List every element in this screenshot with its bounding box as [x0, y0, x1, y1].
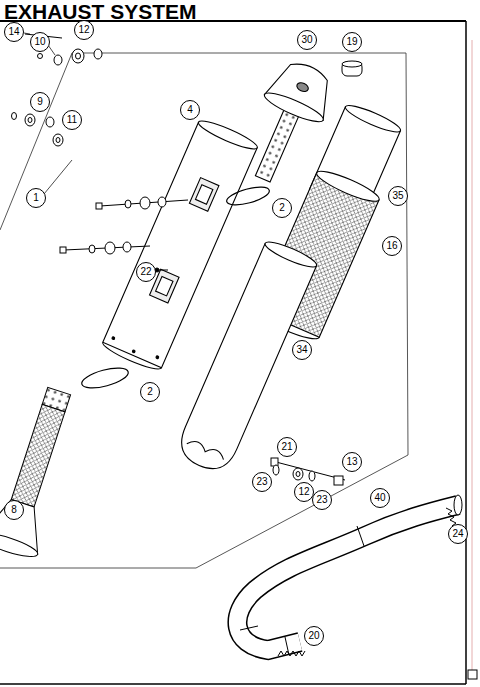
callout-number: 12: [294, 482, 314, 502]
callout-number: 21: [277, 437, 297, 457]
springs: [278, 508, 460, 656]
callout-number: 20: [304, 626, 324, 646]
callout-number: 9: [30, 92, 50, 112]
callout-number: 10: [30, 32, 50, 52]
callout-number: 12: [74, 20, 94, 40]
page-title: EXHAUST SYSTEM: [4, 0, 197, 24]
callout-number: 16: [382, 236, 402, 256]
muffler-sleeve: [173, 238, 318, 477]
clamp-hardware: [271, 458, 345, 485]
callout-number: 22: [136, 262, 156, 282]
callout-number: 13: [342, 452, 362, 472]
seal-ring: [225, 184, 271, 209]
assembly-outline: [0, 53, 408, 568]
callout-number: 19: [342, 32, 362, 52]
callout-number: 24: [448, 524, 468, 544]
frame: [0, 21, 477, 684]
callout-number: 35: [388, 186, 408, 206]
callout-number: 14: [4, 22, 24, 42]
small-hardware: [12, 34, 103, 146]
header-pipe: [237, 495, 462, 655]
seal-ring: [80, 364, 131, 392]
callout-number: 30: [297, 30, 317, 50]
callout-number: 4: [180, 100, 200, 120]
callout-number: 40: [370, 488, 390, 508]
callout-number: 8: [4, 500, 24, 520]
callout-number: 11: [62, 110, 82, 130]
callout-number: 23: [312, 490, 332, 510]
callout-number: 2: [140, 382, 160, 402]
perforated-core: [0, 382, 88, 561]
callout-number: 2: [272, 198, 292, 218]
callout-number: 1: [26, 188, 46, 208]
callout-number: 34: [292, 340, 312, 360]
mounting-bolts: [60, 197, 188, 272]
callout-number: 23: [252, 472, 272, 492]
plug: [342, 61, 362, 76]
